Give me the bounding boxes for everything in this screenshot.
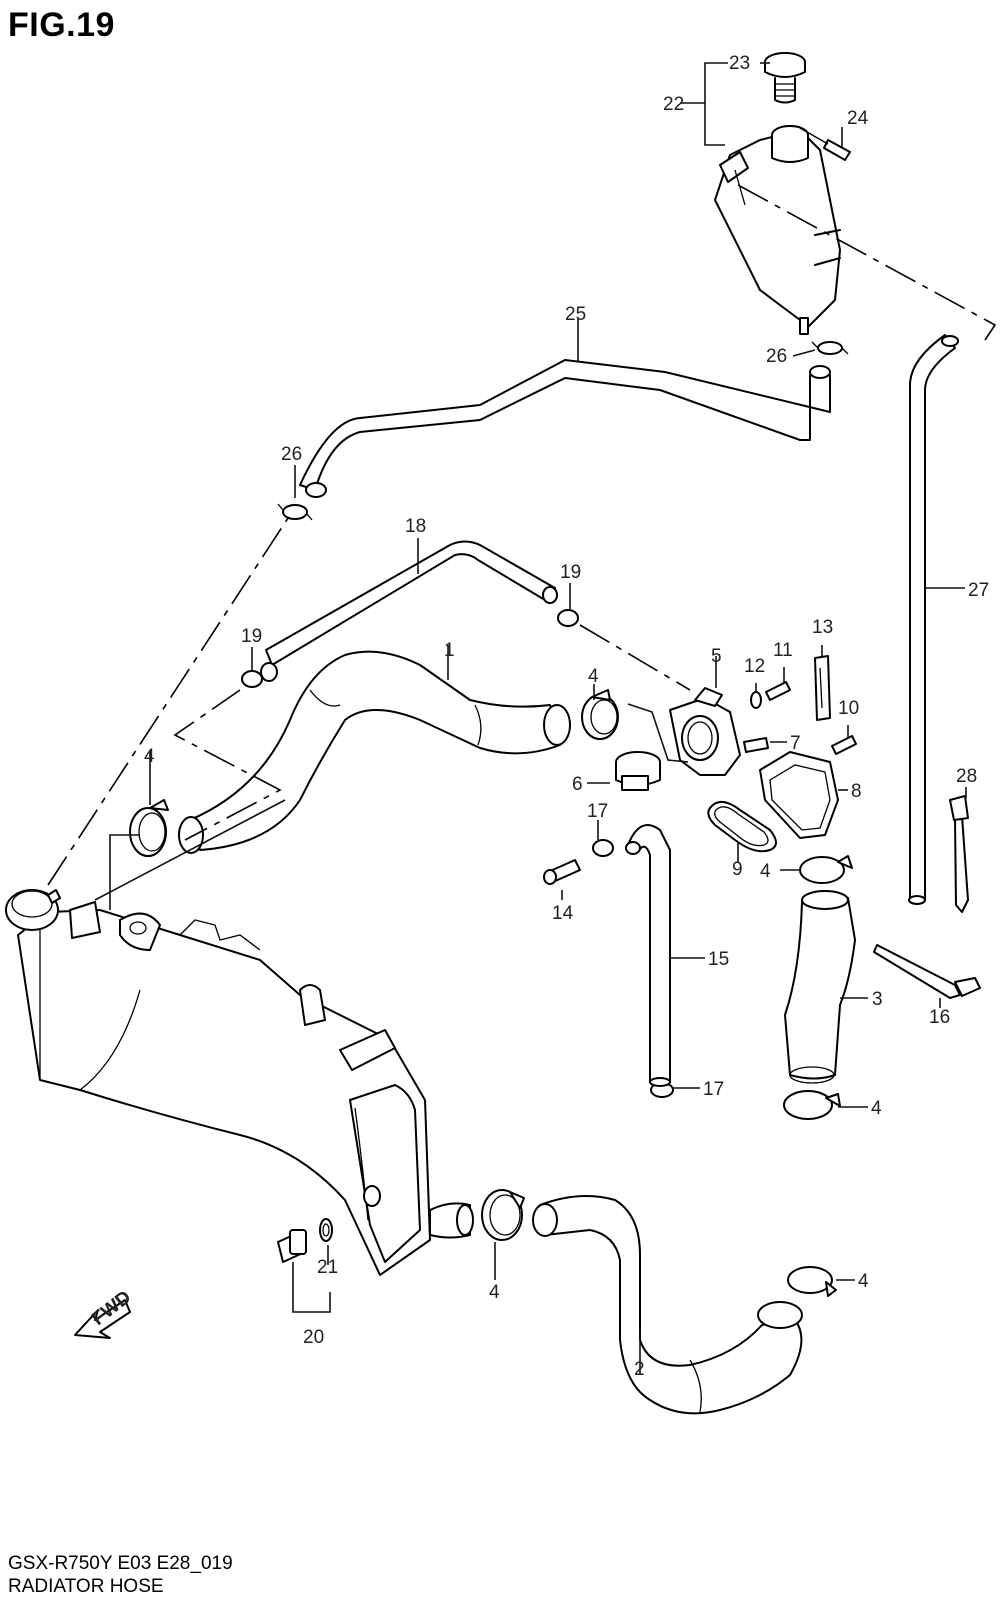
bracket-13: [814, 655, 831, 721]
thermostat-6: [615, 751, 661, 791]
cable-tie-16: [873, 944, 981, 999]
hose-15: [625, 824, 671, 1087]
callout-24: 24: [847, 108, 869, 129]
callout-8: 8: [851, 781, 862, 802]
bolt-7: [743, 737, 769, 753]
model-code: GSX-R750Y E03 E28_019: [8, 1553, 233, 1574]
callout-27: 27: [968, 580, 989, 601]
reservoir-cap: [764, 52, 806, 104]
callout-11: 11: [773, 640, 793, 661]
radiator: [5, 889, 474, 1276]
callout-28: 28: [956, 766, 977, 787]
callout-12: 12: [744, 656, 765, 677]
washer-12: [750, 691, 762, 709]
callout-4-f: 4: [858, 1271, 869, 1292]
clamp-4-e: [481, 1189, 525, 1241]
hose-18: [260, 540, 558, 682]
callout-4-c: 4: [760, 861, 771, 882]
callout-22: 22: [663, 94, 684, 115]
clamp-4-f: [787, 1266, 837, 1297]
callout-4-e: 4: [489, 1282, 500, 1303]
callout-7: 7: [790, 733, 801, 754]
hose-27: [908, 334, 959, 905]
o-ring-9: [707, 801, 777, 853]
callout-20: 20: [303, 1327, 324, 1348]
hose-2: [532, 1195, 803, 1415]
callout-labels: 1 2 3 4 4 4 4 4 4 5 6 7 8 9 10 11 12 13 …: [144, 53, 989, 1380]
callout-23: 23: [729, 53, 750, 74]
washer-21: [319, 1218, 333, 1242]
clamp-17-upper: [592, 839, 614, 857]
bolt-10: [831, 735, 857, 755]
callout-19-b: 19: [560, 562, 581, 583]
callout-18: 18: [405, 516, 426, 537]
fwd-arrow: FWD: [74, 1287, 135, 1339]
callout-26-a: 26: [766, 346, 787, 367]
hose-25: [299, 359, 831, 498]
thermostat-cover-5: [669, 687, 741, 776]
hose-3: [784, 890, 856, 1084]
bolt-14: [543, 859, 581, 885]
clamp-26-lower: [277, 503, 313, 521]
hose-1: [178, 650, 571, 854]
callout-14: 14: [552, 903, 574, 924]
clamp-4-b: [581, 689, 619, 740]
callout-9: 9: [732, 859, 743, 880]
bolt-24: [799, 127, 851, 161]
callout-16: 16: [929, 1007, 950, 1028]
callout-5: 5: [711, 646, 722, 667]
housing-8: [759, 751, 839, 839]
drain-bolt-20: [277, 1229, 307, 1263]
section-title: RADIATOR HOSE: [8, 1576, 164, 1597]
callout-15: 15: [708, 949, 729, 970]
callout-4-a: 4: [144, 746, 155, 767]
callout-2: 2: [634, 1359, 645, 1380]
callout-4-d: 4: [871, 1098, 882, 1119]
callout-13: 13: [812, 617, 833, 638]
callout-10: 10: [838, 698, 859, 719]
callout-21: 21: [317, 1257, 338, 1278]
clamp-19-right: [557, 609, 579, 627]
clamp-26-upper: [811, 341, 849, 355]
callout-6: 6: [572, 774, 583, 795]
clamp-4-d: [783, 1090, 841, 1120]
cable-tie-28: [949, 795, 969, 913]
bolt-11: [765, 681, 791, 701]
callout-26-b: 26: [281, 444, 302, 465]
callout-19-a: 19: [241, 626, 262, 647]
callout-1: 1: [444, 640, 455, 661]
clamp-4-c: [799, 855, 853, 884]
clamp-19-left: [241, 670, 263, 688]
figure-title: FIG.19: [8, 6, 115, 44]
callout-25: 25: [565, 304, 586, 325]
clamp-4-a: [129, 799, 169, 857]
reservoir-tank: [714, 125, 841, 335]
callout-4-b: 4: [588, 666, 599, 687]
callout-17-b: 17: [703, 1079, 724, 1100]
callout-17-a: 17: [587, 801, 608, 822]
callout-3: 3: [872, 989, 883, 1010]
